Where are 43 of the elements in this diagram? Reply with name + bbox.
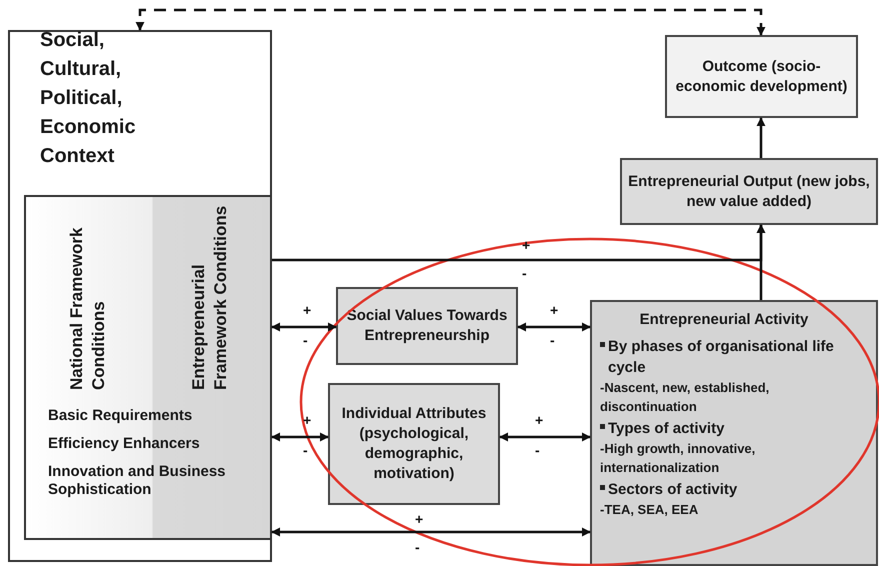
- activity-detail: -Nascent, new, established, discontinuation: [600, 379, 770, 416]
- activity-detail: -High growth, innovative, internationalization: [600, 440, 756, 477]
- sign-label: -: [522, 266, 527, 280]
- sign-label: -: [535, 443, 540, 457]
- process-box: [336, 287, 518, 365]
- sign-label: +: [535, 413, 544, 427]
- framework-item: Innovation and Business Sophistication: [48, 463, 227, 499]
- box-text: Outcome (socio-economic development): [674, 56, 848, 96]
- activity-item: Sectors of activity: [608, 480, 738, 500]
- framework-conditions-panel: [24, 195, 272, 540]
- sign-label: +: [303, 413, 312, 427]
- arrow: [517, 322, 591, 332]
- sign-label: -: [415, 540, 420, 554]
- activity-box: [590, 300, 878, 566]
- sign-label: +: [415, 512, 424, 526]
- arrow: [271, 528, 591, 536]
- box-text: Social Values Towards Entrepreneurship: [346, 306, 508, 346]
- activity-detail: -TEA, SEA, EEA: [600, 501, 700, 519]
- sign-label: +: [550, 303, 558, 317]
- activity-item: By phases of organisational life cycle: [608, 337, 835, 378]
- arrow: [756, 224, 766, 300]
- outcome-box: [665, 35, 858, 118]
- framework-item: Efficiency Enhancers: [48, 435, 201, 453]
- activity-item: Types of activity: [608, 419, 726, 439]
- process-box: [620, 158, 878, 225]
- arrow: [499, 432, 591, 442]
- arrow: [756, 117, 766, 158]
- arrow: [136, 8, 766, 36]
- framework-item: Basic Requirements: [48, 407, 194, 425]
- context-heading: Social, Cultural, Political, Economic Context: [40, 28, 137, 169]
- sign-label: -: [303, 443, 308, 457]
- vertical-heading: Entrepreneurial Framework Conditions: [188, 204, 231, 390]
- box-text: Entrepreneurial Output (new jobs, new value added): [627, 172, 871, 212]
- box-text: Individual Attributes (psychological, demographic, motivation): [340, 404, 488, 484]
- vertical-heading: National Framework Conditions: [66, 226, 109, 390]
- arrow: [271, 432, 329, 442]
- sign-label: +: [303, 303, 312, 317]
- arrow: [271, 322, 337, 332]
- sign-label: -: [303, 333, 308, 347]
- process-box: [328, 383, 500, 505]
- sign-label: -: [550, 333, 555, 347]
- context-box: [8, 30, 272, 562]
- activity-heading: Entrepreneurial Activity: [638, 310, 810, 330]
